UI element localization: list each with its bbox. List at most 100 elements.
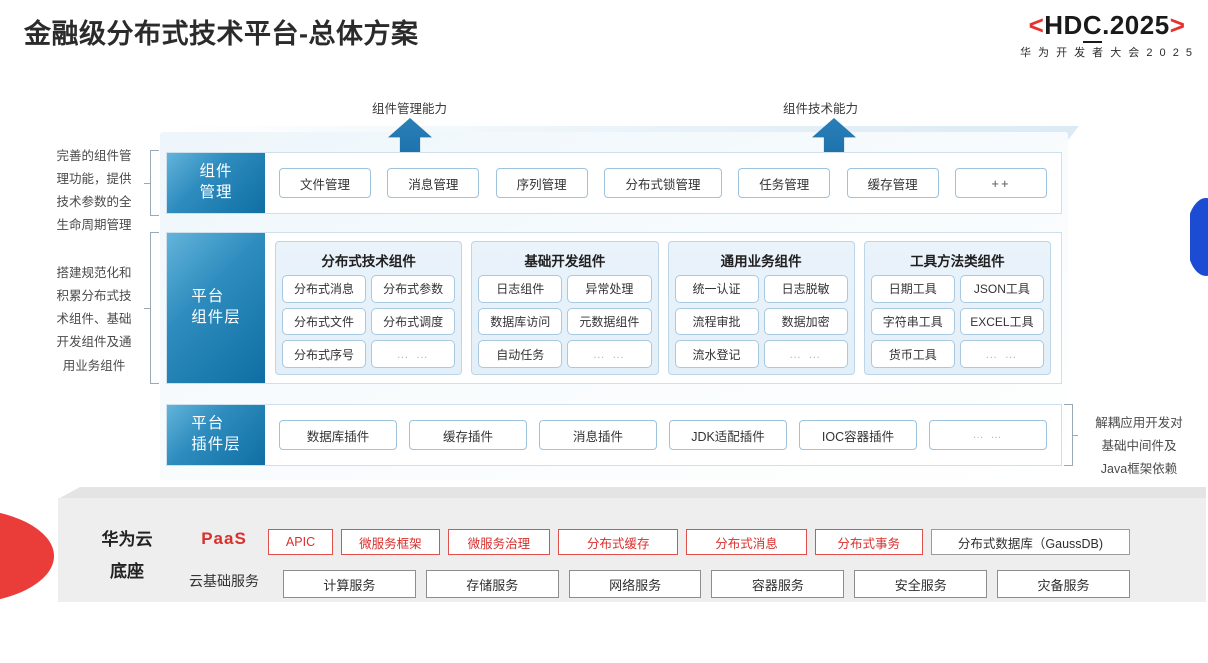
base-slab-top-face (58, 487, 1206, 499)
base-title: 华为云 底座 (101, 530, 153, 582)
group-grid-basic-development: 日志组件 异常处理 数据库访问 元数据组件 自动任务 … … (478, 275, 652, 368)
chip-ioc-container-plugin[interactable]: IOC容器插件 (799, 420, 917, 450)
chip-cache-plugin[interactable]: 缓存插件 (409, 420, 527, 450)
chip-task-management[interactable]: 任务管理 (738, 168, 831, 198)
hdc-logo-subtitle: 华 为 开 发 者 大 会 2 0 2 5 (1019, 47, 1194, 59)
cloud-chip-disaster-recovery[interactable]: 灾备服务 (997, 570, 1130, 598)
group-grid-distributed-tech: 分布式消息 分布式参数 分布式文件 分布式调度 分布式序号 … … (282, 275, 456, 368)
row-label-component-management: 组件 管理 (167, 153, 265, 213)
cloud-chip-storage[interactable]: 存储服务 (425, 570, 559, 598)
chip-transaction-registry[interactable]: 流水登记 (674, 340, 759, 368)
chip-tool-more[interactable]: … … (959, 340, 1044, 368)
cloud-chip-container[interactable]: 容器服务 (711, 570, 845, 598)
group-title-tool-methods: 工具方法类组件 (910, 254, 1005, 269)
chip-basic-dev-more[interactable]: … … (567, 340, 652, 368)
chip-common-business-more[interactable]: … … (763, 340, 848, 368)
hdc-logo-main: <HDC.2025> (1020, 10, 1194, 43)
chip-message-plugin[interactable]: 消息插件 (539, 420, 657, 450)
group-grid-common-business: 统一认证 日志脱敏 流程审批 数据加密 流水登记 … … (674, 275, 848, 368)
chip-log-desensitization[interactable]: 日志脱敏 (763, 275, 848, 303)
bracket-tick-1 (144, 183, 150, 184)
chip-file-management[interactable]: 文件管理 (279, 168, 371, 198)
paas-chip-distributed-cache[interactable]: 分布式缓存 (558, 529, 679, 555)
side-note-right-1: 解耦应用开发对 基础中间件及 Java框架依赖 (1095, 416, 1183, 477)
paas-chip-distributed-message[interactable]: 分布式消息 (686, 529, 807, 555)
logo-bracket-right-icon: > (1169, 10, 1186, 40)
row-platform-component-layer: 平台 组件层 分布式技术组件 分布式消息 分布式参数 分布式文件 分布式调度 分… (166, 232, 1062, 384)
side-note-left-1: 完善的组件管 理功能，提供 技术参数的全 生命周期管理 (56, 149, 132, 233)
hdc-logo: <HDC.2025> 华 为 开 发 者 大 会 2 0 2 5 (1019, 10, 1194, 60)
group-grid-tool-methods: 日期工具 JSON工具 字符串工具 EXCEL工具 货币工具 … … (870, 275, 1044, 368)
chip-database-access[interactable]: 数据库访问 (478, 307, 563, 336)
chip-metadata-component[interactable]: 元数据组件 (567, 307, 652, 336)
chip-sequence-management[interactable]: 序列管理 (495, 168, 588, 198)
logo-letter-h: H (1044, 10, 1064, 40)
page-title: 金融级分布式技术平台-总体方案 (24, 19, 419, 49)
chip-string-tool[interactable]: 字符串工具 (870, 307, 955, 336)
paas-label: PaaS (201, 529, 247, 548)
bracket-tick-2 (144, 308, 150, 309)
chip-more-plus[interactable]: ++ (954, 168, 1047, 198)
logo-bracket-left-icon: < (1028, 10, 1045, 40)
chip-process-approval[interactable]: 流程审批 (674, 307, 759, 336)
paas-chip-microservice-framework[interactable]: 微服务框架 (341, 529, 440, 555)
group-title-basic-development: 基础开发组件 (524, 254, 606, 269)
chip-unified-auth[interactable]: 统一认证 (674, 275, 759, 303)
group-basic-development: 基础开发组件 日志组件 异常处理 数据库访问 元数据组件 自动任务 … … (471, 241, 659, 375)
group-distributed-tech: 分布式技术组件 分布式消息 分布式参数 分布式文件 分布式调度 分布式序号 … … (275, 241, 463, 375)
paas-service-row: APIC 微服务框架 微服务治理 分布式缓存 分布式消息 分布式事务 分布式数据… (268, 529, 1131, 555)
group-title-distributed-tech: 分布式技术组件 (321, 254, 416, 269)
chip-distributed-schedule[interactable]: 分布式调度 (371, 307, 456, 336)
paas-chip-microservice-governance[interactable]: 微服务治理 (447, 529, 551, 555)
group-tool-methods: 工具方法类组件 日期工具 JSON工具 字符串工具 EXCEL工具 货币工具 …… (863, 241, 1051, 375)
chip-exception-handling[interactable]: 异常处理 (567, 275, 652, 303)
row-component-management: 组件 管理 文件管理 消息管理 序列管理 分布式锁管理 任务管理 缓存管理 ++ (166, 152, 1062, 214)
chip-distributed-message[interactable]: 分布式消息 (282, 275, 367, 303)
logo-letter-d: D (1063, 10, 1083, 40)
chip-distributed-lock-management[interactable]: 分布式锁管理 (603, 168, 722, 198)
side-note-left-2: 搭建规范化和 积累分布式技 术组件、基础 开发组件及通 用业务组件 (56, 266, 132, 373)
paas-chip-distributed-database[interactable]: 分布式数据库（GaussDB) (930, 529, 1131, 555)
chip-distributed-file[interactable]: 分布式文件 (282, 307, 367, 336)
arrow-label-management: 组件管理能力 (372, 102, 448, 116)
chip-cache-management[interactable]: 缓存管理 (846, 168, 939, 198)
cloud-chip-compute[interactable]: 计算服务 (283, 570, 416, 598)
chip-currency-tool[interactable]: 货币工具 (870, 340, 955, 368)
chip-distributed-more[interactable]: … … (371, 340, 456, 368)
chip-date-tool[interactable]: 日期工具 (870, 275, 955, 303)
group-title-common-business: 通用业务组件 (720, 254, 802, 269)
row-body-platform-component-layer: 分布式技术组件 分布式消息 分布式参数 分布式文件 分布式调度 分布式序号 … … (265, 233, 1061, 383)
row-platform-plugin-layer: 平台 插件层 数据库插件 缓存插件 消息插件 JDK适配插件 IOC容器插件 …… (166, 404, 1062, 466)
logo-year: .2025 (1102, 10, 1170, 40)
chip-distributed-parameter[interactable]: 分布式参数 (371, 275, 456, 303)
chip-database-plugin[interactable]: 数据库插件 (279, 420, 397, 450)
chip-message-management[interactable]: 消息管理 (387, 168, 480, 198)
blue-lens-mask (1160, 192, 1190, 284)
logo-letter-c: C (1082, 10, 1103, 43)
arrow-label-technology: 组件技术能力 (783, 102, 859, 116)
cloud-chip-security[interactable]: 安全服务 (854, 570, 988, 598)
chip-data-encryption[interactable]: 数据加密 (763, 307, 848, 336)
row-body-platform-plugin-layer: 数据库插件 缓存插件 消息插件 JDK适配插件 IOC容器插件 … … (265, 405, 1061, 465)
chip-json-tool[interactable]: JSON工具 (959, 275, 1044, 303)
bracket-left-1 (150, 150, 159, 216)
bracket-tick-3 (1072, 435, 1078, 436)
paas-chip-distributed-transaction[interactable]: 分布式事务 (814, 529, 923, 555)
chip-jdk-adapter-plugin[interactable]: JDK适配插件 (669, 420, 787, 450)
row-body-component-management: 文件管理 消息管理 序列管理 分布式锁管理 任务管理 缓存管理 ++ (265, 153, 1061, 213)
chip-plugin-more[interactable]: … … (929, 420, 1047, 450)
group-common-business: 通用业务组件 统一认证 日志脱敏 流程审批 数据加密 流水登记 … … (667, 241, 855, 375)
cloud-chip-network[interactable]: 网络服务 (568, 570, 702, 598)
chip-excel-tool[interactable]: EXCEL工具 (959, 307, 1044, 336)
row-label-platform-plugin-layer: 平台 插件层 (167, 405, 265, 465)
red-wedge-decoration (0, 508, 54, 604)
bracket-left-2 (150, 232, 159, 384)
paas-chip-apic[interactable]: APIC (268, 529, 334, 555)
blue-lens-decoration (1186, 198, 1208, 276)
chip-distributed-sequence[interactable]: 分布式序号 (282, 340, 367, 368)
cloud-base-service-label: 云基础服务 (189, 573, 259, 589)
cloud-service-row: 计算服务 存储服务 网络服务 容器服务 安全服务 灾备服务 (283, 570, 1130, 598)
chip-auto-task[interactable]: 自动任务 (478, 340, 563, 368)
chip-log-component[interactable]: 日志组件 (478, 275, 563, 303)
